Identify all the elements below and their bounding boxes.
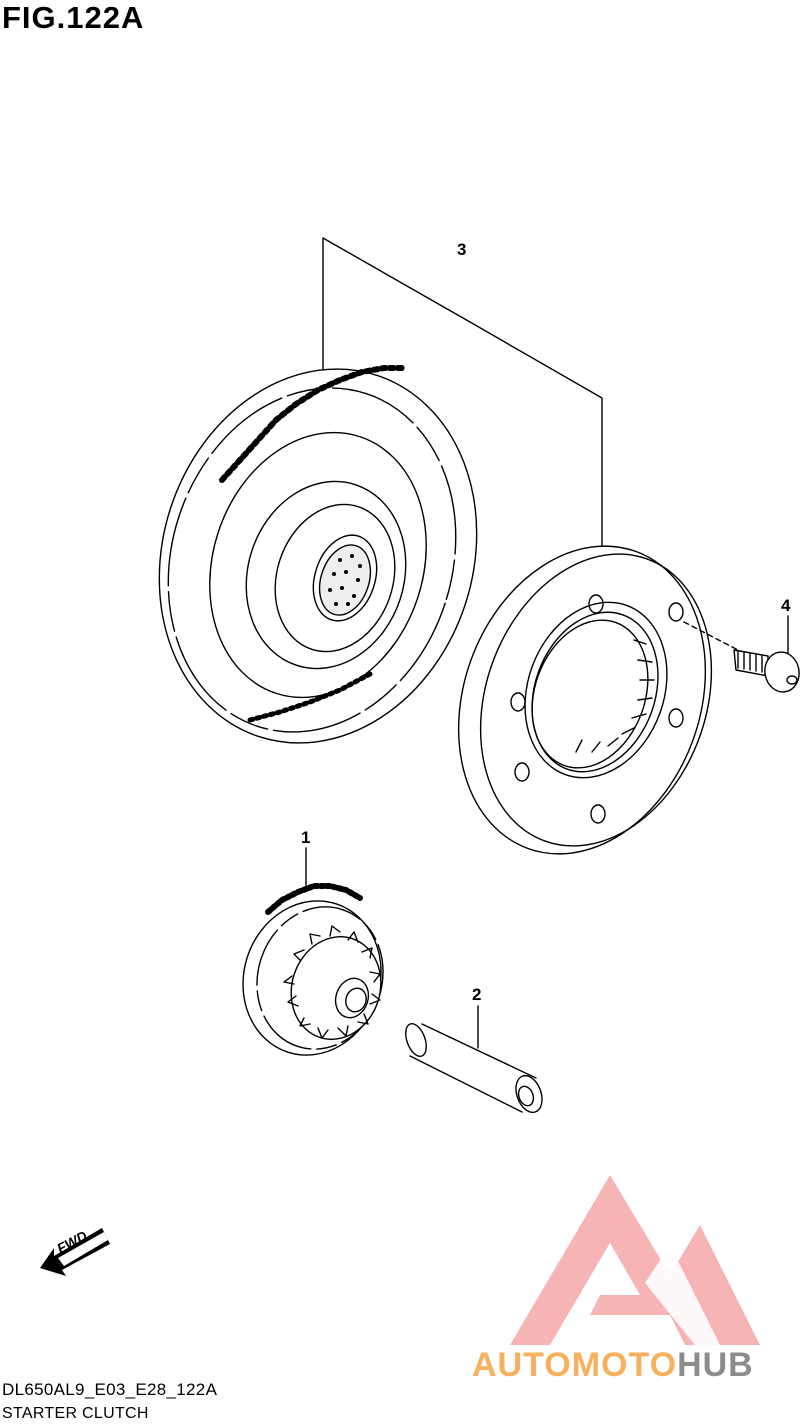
- callout-4: 4: [781, 596, 791, 615]
- callout-2: 2: [472, 985, 482, 1004]
- shaft-part-2: [405, 1023, 543, 1114]
- hub-needle-bearing: [328, 554, 362, 606]
- figure-title: FIG.122A: [2, 0, 145, 35]
- bolt-part-4: [733, 649, 800, 693]
- callout-3: 3: [457, 240, 467, 259]
- driven-gear-part-3: [158, 365, 478, 744]
- fwd-arrow-icon: [40, 1228, 110, 1276]
- callout-1: 1: [301, 828, 311, 847]
- diagram-code: DL650AL9_E03_E28_122A: [2, 1380, 218, 1399]
- idle-gear-part-1: [242, 883, 384, 1056]
- leader-line-3: [322, 237, 603, 551]
- automotohub-logo-icon: [510, 1175, 760, 1345]
- watermark-text: AUTOMOTOHUB: [472, 1346, 754, 1385]
- starter-clutch-housing: [457, 545, 713, 855]
- dashed-line-4: [683, 621, 739, 651]
- watermark-part1: AUTOMOTO: [472, 1346, 678, 1384]
- watermark-part2: HUB: [677, 1346, 754, 1384]
- diagram-name: STARTER CLUTCH: [2, 1405, 149, 1422]
